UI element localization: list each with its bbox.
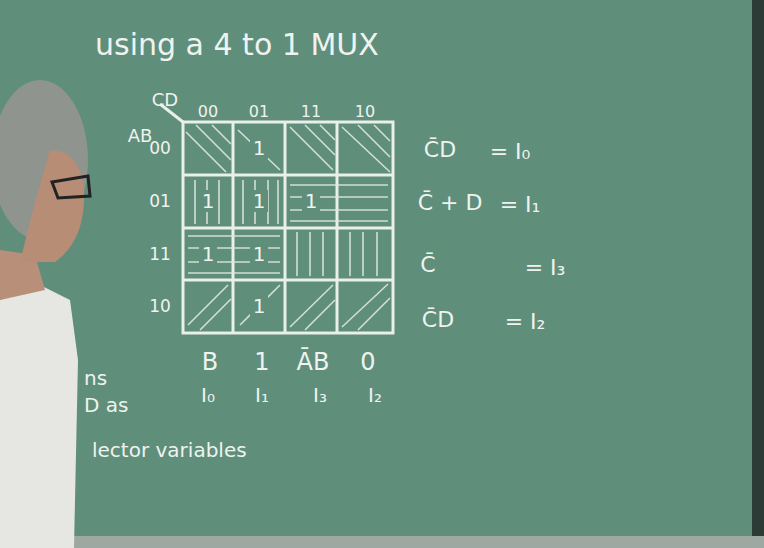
- equation: C̄ + D: [418, 191, 483, 215]
- row-header: 00: [149, 139, 171, 158]
- mux-input: I₀: [201, 384, 215, 406]
- table-cell: 1: [302, 190, 321, 212]
- axis-label: CD: [152, 90, 178, 110]
- hatch-lines: [188, 284, 390, 330]
- row-header: 10: [149, 297, 171, 316]
- column-function: 0: [360, 349, 375, 375]
- hatch-lines: [188, 236, 280, 273]
- note: ns: [84, 367, 107, 389]
- equation: = I₁: [500, 193, 541, 217]
- chalk-ledge: [0, 536, 764, 548]
- table-cell: 1: [250, 243, 269, 265]
- column-header: 11: [301, 103, 321, 121]
- column-header: 00: [198, 103, 218, 121]
- board-frame: [752, 0, 764, 548]
- hatch-lines: [290, 185, 388, 221]
- equation: = I₀: [490, 140, 531, 164]
- hatch-lines: [297, 232, 377, 276]
- axis-label: AB: [128, 126, 153, 146]
- kmap-grid: [160, 104, 393, 333]
- table-cell: 1: [250, 137, 269, 159]
- lecturer-shirt: [0, 285, 78, 548]
- row-header: 01: [149, 192, 171, 211]
- lecturer-glasses: [52, 176, 90, 198]
- column-header: 01: [249, 103, 269, 121]
- column-function: ĀB: [297, 349, 330, 375]
- mux-input: I₁: [255, 384, 269, 406]
- note: lector variables: [92, 439, 247, 461]
- row-header: 11: [149, 245, 171, 264]
- table-cell: 1: [199, 190, 218, 212]
- table-cell: 1: [250, 295, 269, 317]
- mux-input: I₃: [313, 384, 327, 406]
- hatch-lines: [195, 180, 278, 224]
- equation: = I₂: [505, 310, 546, 334]
- kmap-cell-lines: [183, 122, 393, 333]
- equation: C̄D: [422, 308, 454, 332]
- note: D as: [84, 394, 128, 416]
- title: using a 4 to 1 MUX: [95, 28, 379, 61]
- table-cell: 1: [250, 190, 269, 212]
- table-cell: 1: [199, 243, 218, 265]
- lecturer-face: [20, 150, 84, 262]
- column-function: 1: [254, 349, 269, 375]
- equation: C̄: [420, 253, 435, 277]
- mux-input: I₂: [368, 384, 382, 406]
- equation: C̄D: [424, 138, 456, 162]
- kmap-border: [183, 122, 393, 333]
- column-header: 10: [355, 103, 375, 121]
- equation: = I₃: [525, 256, 566, 280]
- column-function: B: [202, 349, 218, 375]
- kmap-hatching: [186, 125, 390, 330]
- hatch-lines: [186, 125, 390, 172]
